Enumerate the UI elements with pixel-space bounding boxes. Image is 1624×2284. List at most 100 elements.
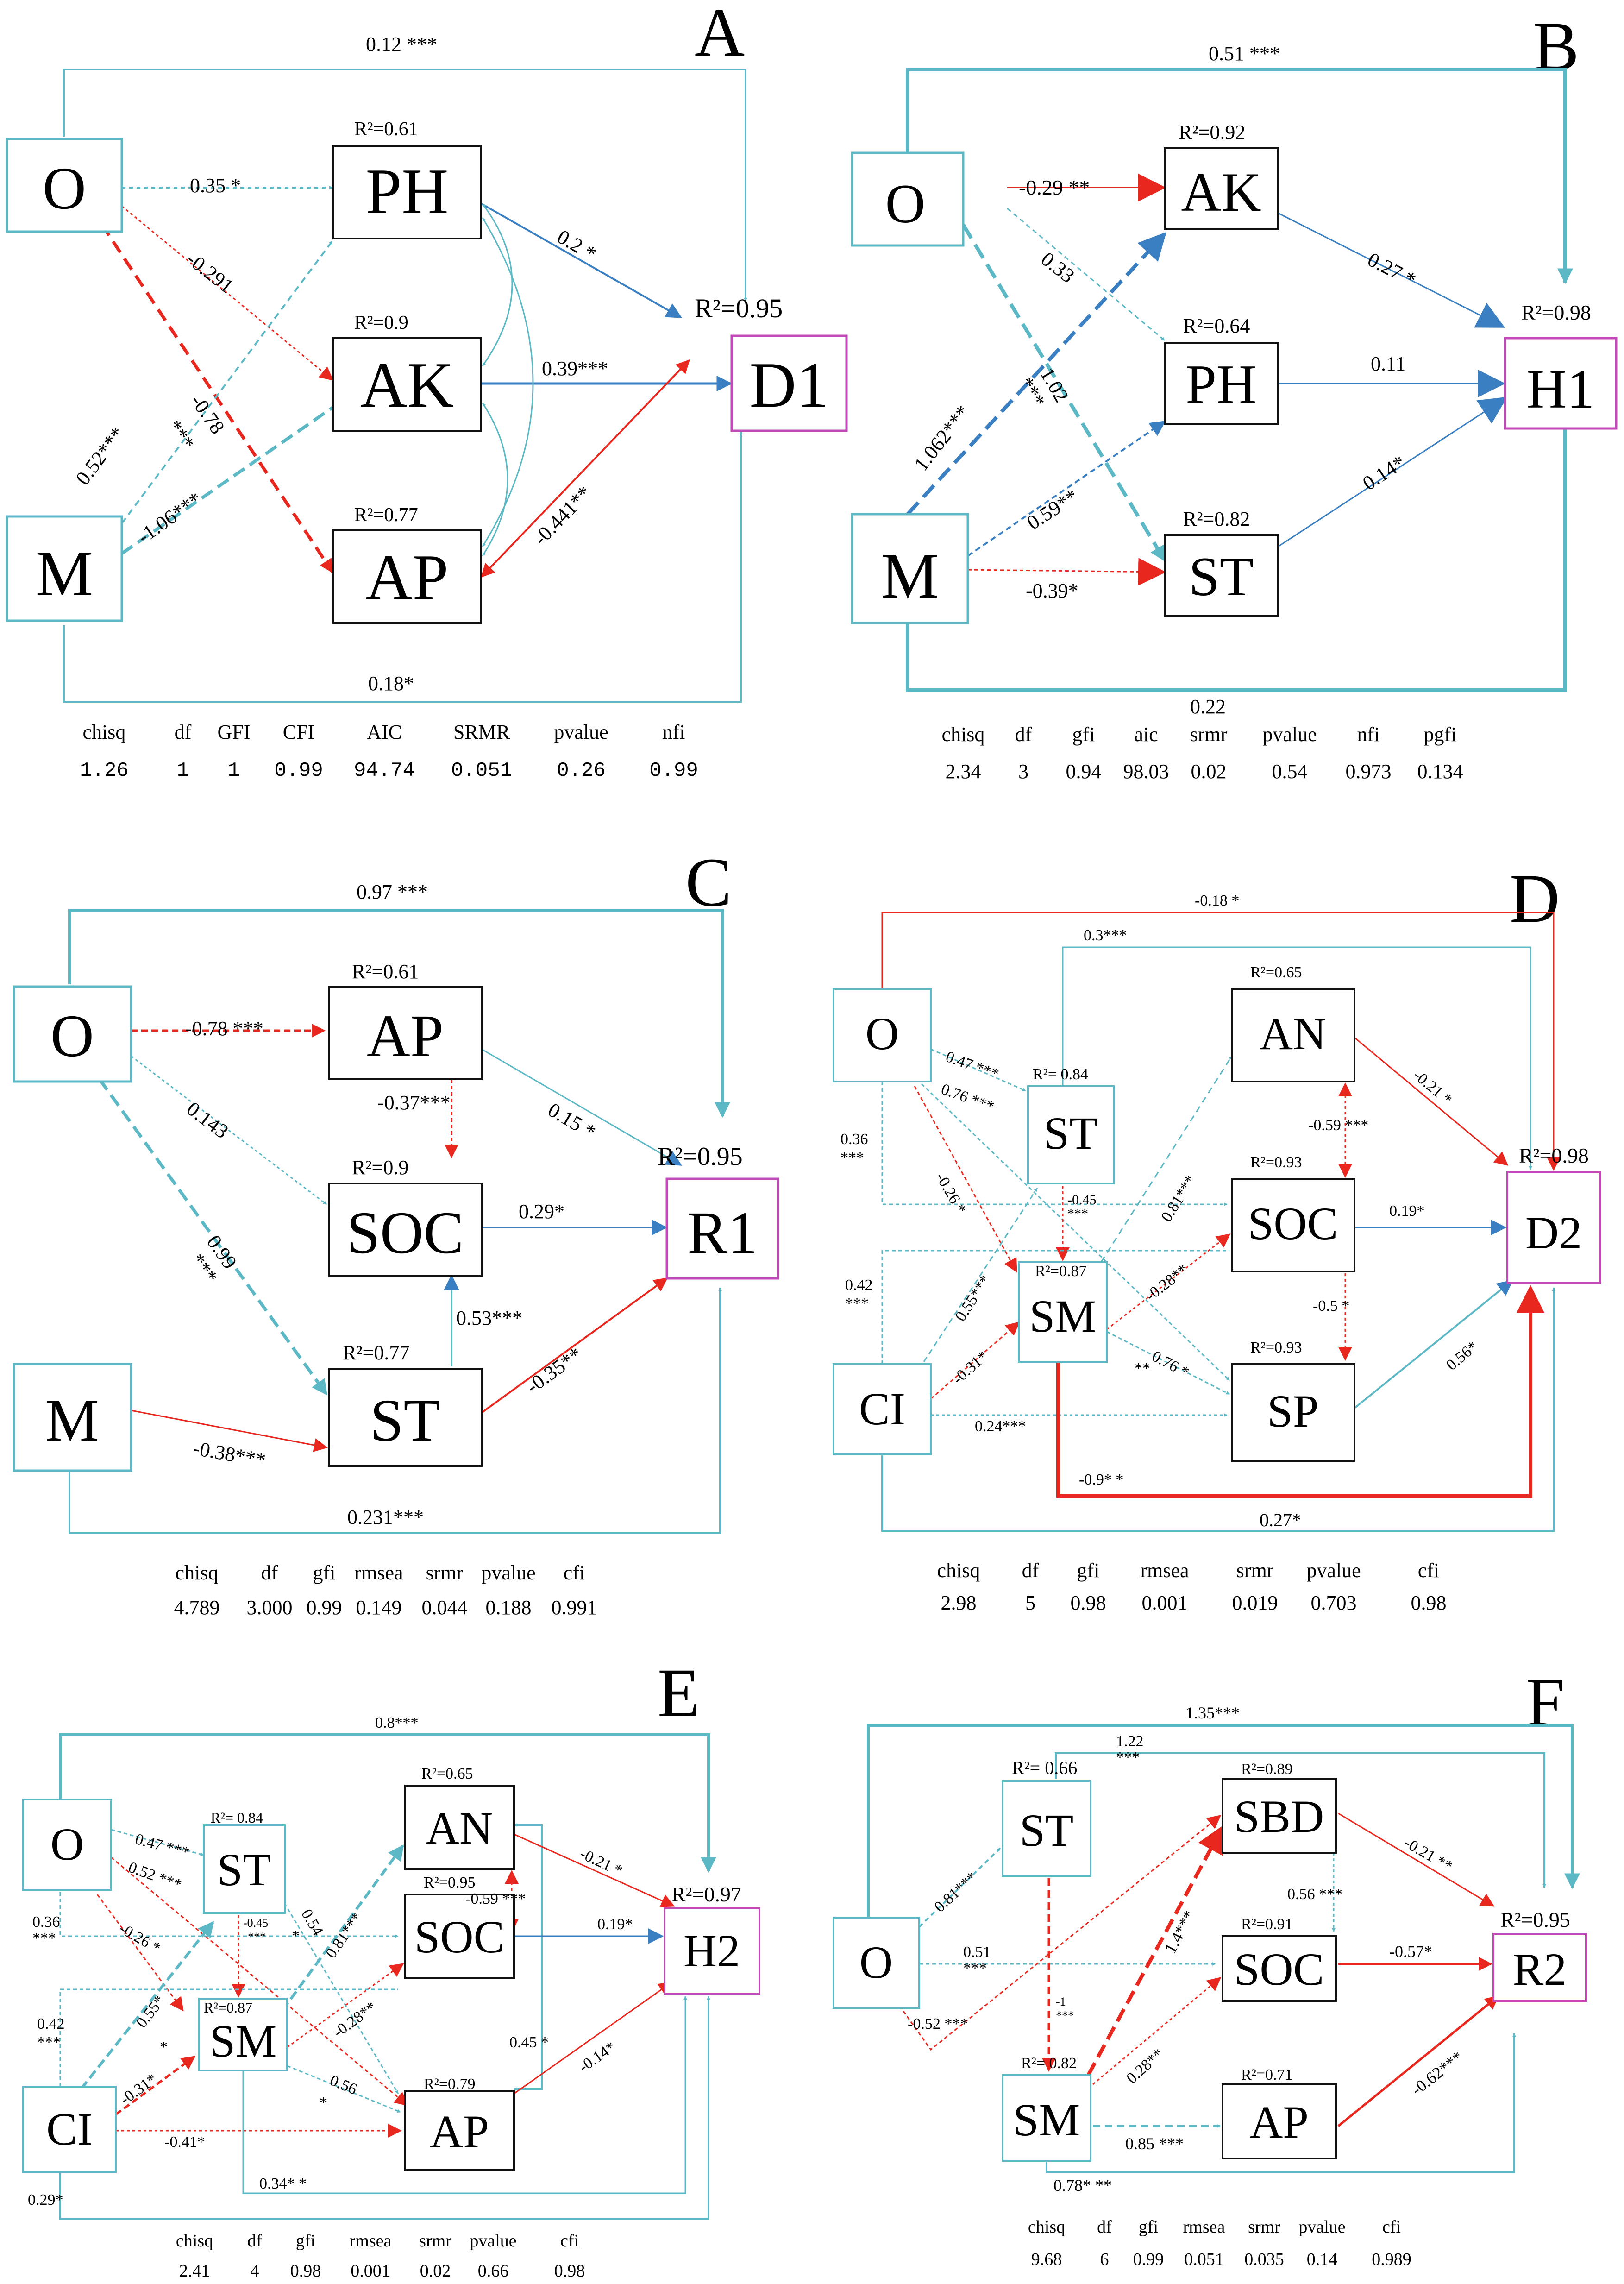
edge-ak-h1 [1278,212,1505,328]
node-st [1027,1085,1115,1184]
path-coef: 0.27* [1260,1510,1301,1530]
r2-label: R²=0.82 [1183,508,1250,530]
path-coef: -0.9* * [1079,1471,1123,1488]
node-sm [198,1998,288,2071]
node-ph [332,145,482,239]
node-ph [1164,342,1279,425]
r2-label: R²=0.97 [671,1882,741,1906]
path-coef: 1.062*** [909,401,974,475]
path-coef: -0.59 *** [465,1890,526,1907]
path-coef: *** [1116,1749,1140,1766]
r2-label: R²=0.89 [1241,1761,1293,1778]
node-sp [1231,1363,1355,1462]
stat-value: 5 [1025,1592,1035,1614]
node-h1 [1504,337,1618,430]
stat-header: pvalue [554,721,608,743]
stat-value: 1.26 [80,759,129,782]
stat-header: pvalue [481,1561,535,1584]
node-label: SM [1013,2094,1080,2146]
node-ak [1164,147,1279,230]
edge-st-h1 [1278,396,1508,547]
path-coef: -1.06*** [133,488,206,548]
stat-header: rmsea [1140,1559,1189,1582]
edge-o-h1 [906,68,1573,284]
r2-label: R²=0.61 [354,119,418,140]
stat-value: 0.99 [274,759,323,782]
path-coef: 0.47 *** [943,1048,1001,1083]
r2-label: R²=0.92 [1179,121,1245,144]
r2-label: R²=0.64 [1183,315,1250,337]
node-soc [1222,1935,1337,2002]
stat-header: chisq [176,2231,213,2251]
edge-sm-an [1094,1056,1233,1272]
edge-ci-o [881,1250,1229,1364]
r2-label: R²=0.95 [658,1142,743,1171]
path-coef: 0.51 [963,1944,991,1961]
node-label: AP [367,1003,444,1070]
path-coef: 0.8*** [375,1714,419,1731]
fit-stats: chisq df gfi rmsea srmr pvalue cfi 2.98 … [937,1559,1447,1614]
r2-label: R²=0.71 [1241,2066,1293,2083]
edge-o-ak [121,205,334,381]
node-d2 [1506,1171,1601,1284]
path-coef: 0.28** [1123,2045,1167,2087]
path-coef: 0.59** [1023,484,1082,534]
path-coef: -0.45 [1067,1192,1097,1208]
node-st [1002,1780,1091,1877]
panel-e: E O CI ST R²= 0.84 SM R²=0.87 AN R²=0. [22,1655,760,2281]
edge-an-ap [514,1823,543,2091]
stat-value: 0.188 [486,1596,532,1619]
stat-value: 0.99 [307,1596,342,1619]
path-coef: -0.28** [330,1999,380,2041]
edge-o-h2 [59,1733,716,1873]
node-ap [328,986,483,1080]
fit-stats: chisq df gfi aic srmr pvalue nfi pgfi 2.… [942,723,1463,783]
node-label: ST [1044,1107,1098,1159]
stat-header: rmsea [1183,2217,1225,2237]
edge-o-st [111,1829,204,1856]
edge-m-ph [121,240,333,524]
stat-header: cfi [1382,2217,1401,2237]
panel-letter: C [685,844,732,921]
node-m [851,513,969,624]
path-coef: -0.35** [522,1343,586,1398]
node-label: SOC [414,1911,505,1963]
path-coef: 0.24*** [975,1418,1026,1435]
node-label: AN [1260,1008,1326,1059]
node-soc [328,1183,483,1277]
node-label: SM [1029,1290,1097,1342]
node-h2 [664,1907,760,1995]
path-coef: -0.41* [164,2133,205,2151]
node-m [6,515,123,622]
edge-m-st [967,558,1166,586]
panel-a: A O M PH R²=0.61 AK R²=0.9 AP R²=0.77 D1… [6,0,848,782]
path-coef: -0.31* [950,1348,991,1388]
edge-m-st [131,1409,328,1452]
edge-o-soc [131,1055,327,1205]
path-coef: 0.47 *** [133,1831,191,1862]
node-label: AP [366,541,449,613]
path-coef: 0.85 *** [1125,2134,1184,2153]
stat-value: 3 [1018,760,1028,783]
node-label: D1 [749,349,828,421]
stat-header: df [261,1561,278,1584]
stat-header: srmr [419,2231,451,2251]
r2-label: R²=0.98 [1519,1144,1589,1167]
path-coef: 1.35*** [1185,1704,1240,1722]
path-coef: -0.21 * [577,1845,625,1880]
edge-m-ph [967,421,1166,557]
stat-header: pvalue [470,2231,516,2251]
path-coef: *** [963,1960,987,1977]
node-label: AN [426,1802,493,1854]
node-label: SBD [1234,1791,1324,1842]
node-label: M [881,540,939,612]
path-coef: -0.78 *** [185,1017,263,1040]
r2-label: R²=0.93 [1250,1339,1302,1356]
stat-value: 2.98 [941,1592,977,1614]
stat-header: GFI [218,721,251,743]
node-d1 [730,334,848,432]
path-coef: 0.81*** [931,1869,981,1916]
node-soc [1231,1178,1355,1272]
path-coef: -0.31* [117,2070,160,2108]
node-label: O [865,1008,899,1059]
